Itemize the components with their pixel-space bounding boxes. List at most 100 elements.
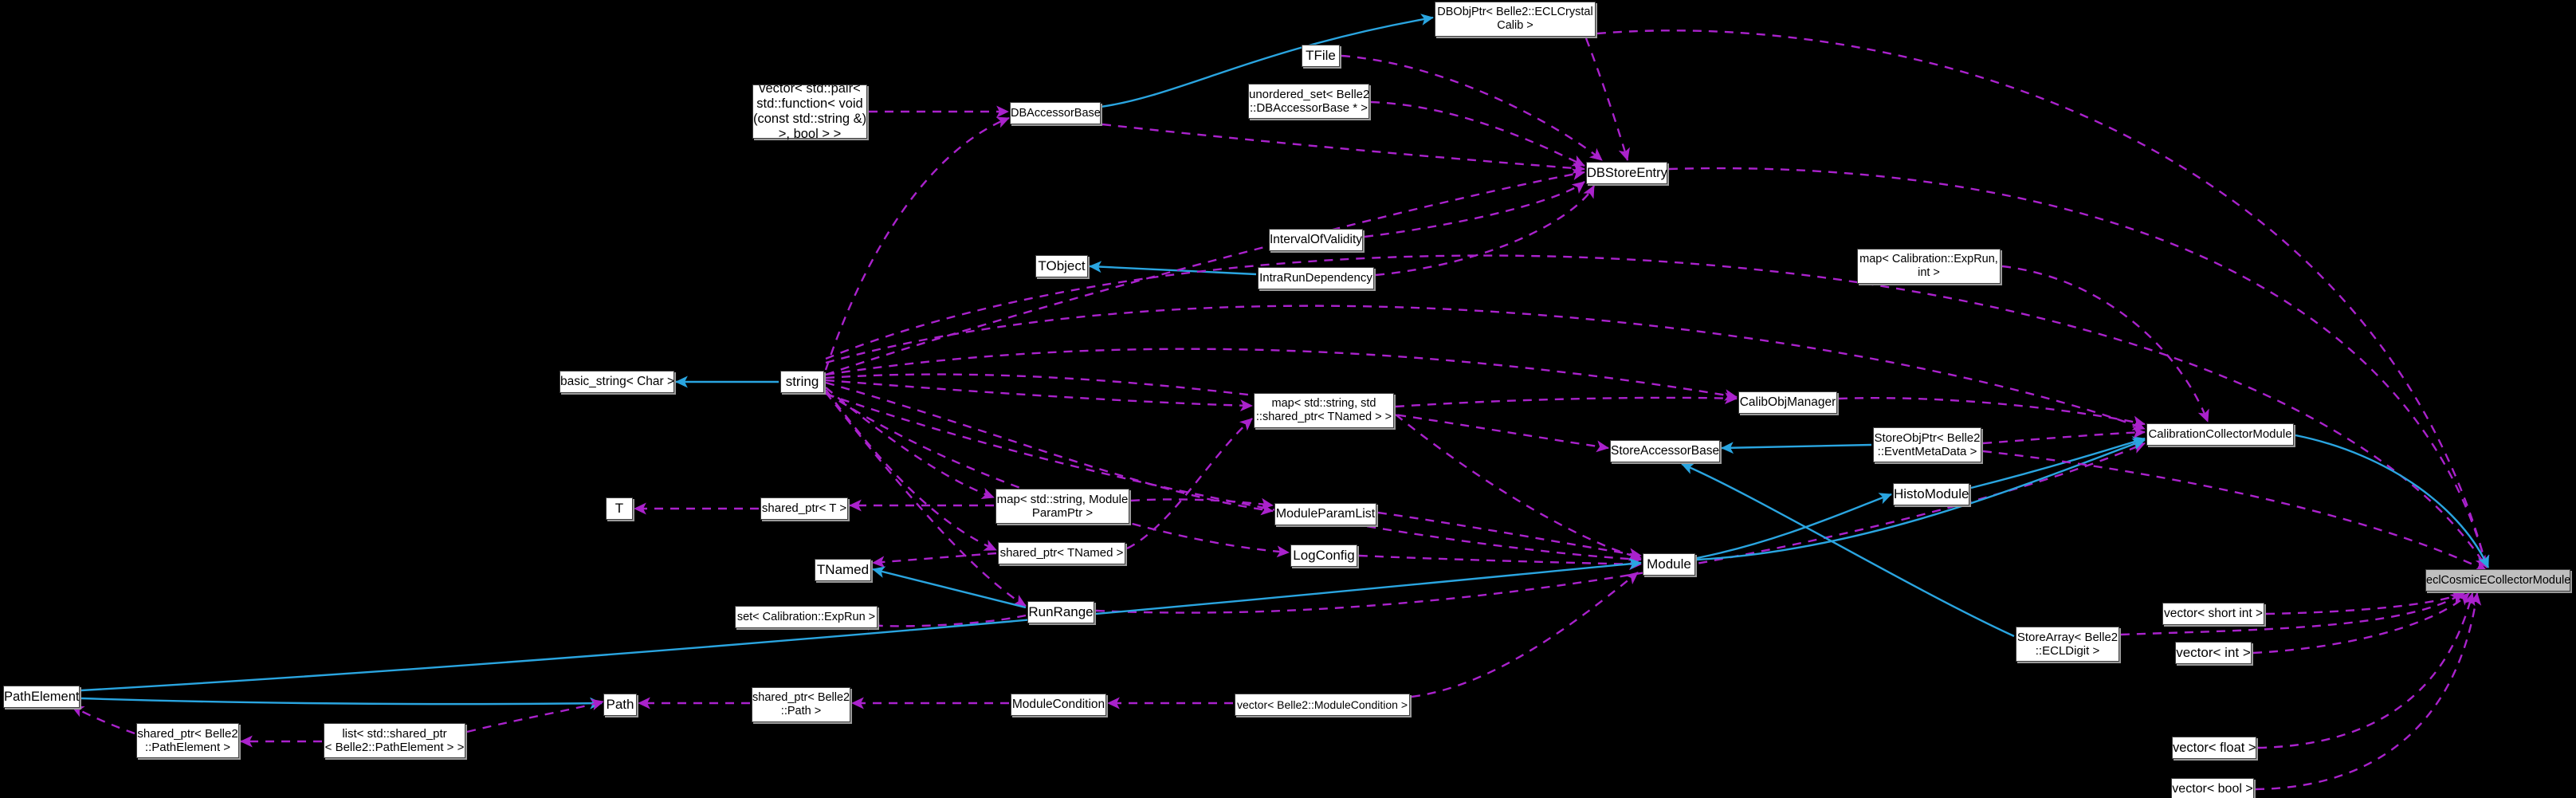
edge-storeobjptr_eventmetadata-to-eclcosmicecollectormodule bbox=[1982, 450, 2488, 572]
edge-map_string_sharedptr_tnamed-to-module bbox=[1395, 414, 1642, 561]
edge-dbaccessorbase-to-dbstoreentry bbox=[1101, 123, 1585, 175]
class-node-label: RunRange bbox=[1028, 604, 1094, 620]
edge-intrarundependency-to-dbstoreentry bbox=[1375, 185, 1596, 277]
class-node-label: DBAccessorBase bbox=[1011, 106, 1101, 120]
edge-string-to-eclcosmicecollectormodule bbox=[825, 254, 2488, 568]
class-node-label: T bbox=[615, 501, 624, 517]
class-node-t[interactable]: T bbox=[606, 497, 633, 520]
class-node-label: Path bbox=[606, 697, 634, 713]
class-node-sharedptr_tnamed[interactable]: shared_ptr< TNamed > bbox=[998, 542, 1125, 564]
class-node-storeaccessorbase[interactable]: StoreAccessorBase bbox=[1610, 440, 1720, 462]
edge-string-to-dbstoreentry bbox=[825, 168, 1585, 376]
class-node-map_string_sharedptr_tnamed[interactable]: map< std::string, std ::shared_ptr< TNam… bbox=[1254, 393, 1394, 428]
edge-runrange-to-set_exprun bbox=[866, 614, 1027, 631]
class-node-pathelement[interactable]: PathElement bbox=[3, 686, 80, 708]
class-node-tfile[interactable]: TFile bbox=[1302, 45, 1340, 67]
edge-string-to-calibobjmanager bbox=[825, 348, 1738, 401]
edge-map_expruncount-to-calibrationcollectormodule bbox=[2001, 265, 2209, 423]
class-node-tnamed[interactable]: TNamed bbox=[815, 559, 871, 581]
edge-vector_short_int-to-eclcosmicecollectormodule bbox=[2265, 592, 2465, 615]
class-node-vector_short_int[interactable]: vector< short int > bbox=[2162, 603, 2264, 625]
class-node-dbstoreentry[interactable]: DBStoreEntry bbox=[1586, 162, 1667, 184]
edge-dbobjptr_eclcrystalcalib-to-dbstoreentry bbox=[1584, 37, 1630, 161]
edge-runrange-to-tnamed bbox=[872, 566, 1027, 609]
class-node-unordered_set_dbaccessorbase[interactable]: unordered_set< Belle2 ::DBAccessorBase *… bbox=[1248, 84, 1369, 119]
class-node-basic_string_char[interactable]: basic_string< Char > bbox=[560, 371, 674, 393]
class-node-storearray_ecldigit[interactable]: StoreArray< Belle2 ::ECLDigit > bbox=[2016, 627, 2119, 662]
class-node-calibobjmanager[interactable]: CalibObjManager bbox=[1738, 391, 1837, 414]
class-node-map_expruncount[interactable]: map< Calibration::ExpRun, int > bbox=[1857, 249, 2001, 284]
class-node-label: vector< int > bbox=[2176, 645, 2251, 661]
class-node-label: shared_ptr< Belle2 ::PathElement > bbox=[137, 726, 238, 754]
class-node-label: StoreObjPtr< Belle2 ::EventMetaData > bbox=[1874, 430, 1981, 458]
edge-pathelement-to-path bbox=[80, 697, 603, 710]
class-node-list_sharedptr_pathelement[interactable]: list< std::shared_ptr < Belle2::PathElem… bbox=[324, 723, 465, 758]
class-node-tobject[interactable]: TObject bbox=[1035, 255, 1088, 277]
class-node-label: eclCosmicECollectorModule bbox=[2426, 573, 2571, 587]
edge-string-to-dbaccessorbase bbox=[824, 116, 1010, 371]
edge-string-to-map_string_moduleparamptr bbox=[825, 387, 995, 499]
class-node-sharedptr_pathelement[interactable]: shared_ptr< Belle2 ::PathElement > bbox=[136, 723, 239, 758]
edge-intrarundependency-to-tobject bbox=[1089, 261, 1257, 276]
class-node-sharedptr_path[interactable]: shared_ptr< Belle2 ::Path > bbox=[752, 687, 850, 722]
class-node-dbaccessorbase[interactable]: DBAccessorBase bbox=[1010, 102, 1101, 124]
edge-module-to-calibrationcollectormodule bbox=[1696, 438, 2146, 561]
edge-storeobjptr_eventmetadata-to-calibrationcollectormodule bbox=[1982, 427, 2146, 445]
edge-string-to-sharedptr_tnamed bbox=[825, 389, 997, 552]
class-node-label: vector< Belle2::ModuleCondition > bbox=[1236, 698, 1408, 711]
class-node-module[interactable]: Module bbox=[1643, 553, 1695, 576]
edge-sharedptr_tnamed-to-map_string_sharedptr_tnamed bbox=[1126, 418, 1253, 550]
class-node-label: shared_ptr< Belle2 ::Path > bbox=[752, 691, 850, 717]
class-node-map_string_moduleparamptr[interactable]: map< std::string, Module ParamPtr > bbox=[995, 489, 1129, 524]
edge-vector_int-to-eclcosmicecollectormodule bbox=[2252, 592, 2470, 655]
class-node-vector_pair_function[interactable]: vector< std::pair< std::function< void (… bbox=[752, 81, 867, 141]
edge-storeobjptr_eventmetadata-to-storeaccessorbase bbox=[1721, 442, 1872, 454]
class-node-set_exprun[interactable]: set< Calibration::ExpRun > bbox=[735, 606, 878, 628]
class-node-vector_int[interactable]: vector< int > bbox=[2175, 642, 2252, 664]
class-node-label: basic_string< Char > bbox=[560, 375, 675, 389]
class-node-string[interactable]: string bbox=[780, 371, 824, 393]
class-node-label: TNamed bbox=[816, 562, 870, 578]
class-node-intervalofvalidity[interactable]: IntervalOfValidity bbox=[1269, 229, 1363, 251]
edge-storearray_ecldigit-to-eclcosmicecollectormodule bbox=[2120, 592, 2464, 636]
edge-calibobjmanager-to-calibrationcollectormodule bbox=[1838, 397, 2146, 428]
class-node-intrarundependency[interactable]: IntraRunDependency bbox=[1258, 267, 1374, 289]
class-node-label: CalibrationCollectorModule bbox=[2148, 427, 2292, 442]
edge-vector_float-to-eclcosmicecollectormodule bbox=[2257, 592, 2476, 749]
class-node-eclcosmicecollectormodule[interactable]: eclCosmicECollectorModule bbox=[2425, 569, 2570, 592]
class-node-label: TFile bbox=[1306, 48, 1336, 64]
class-node-label: map< std::string, std ::shared_ptr< TNam… bbox=[1255, 397, 1392, 423]
class-node-label: map< Calibration::ExpRun, int > bbox=[1859, 253, 1998, 279]
edge-calibrationcollectormodule-to-eclcosmicecollectormodule bbox=[2295, 434, 2490, 568]
edge-string-to-storeaccessorbase bbox=[825, 373, 1609, 453]
class-node-moduleparamlist[interactable]: ModuleParamList bbox=[1274, 503, 1376, 525]
class-node-runrange[interactable]: RunRange bbox=[1027, 601, 1094, 623]
class-node-label: set< Calibration::ExpRun > bbox=[736, 610, 876, 623]
class-node-label: StoreAccessorBase bbox=[1611, 444, 1720, 458]
class-node-label: vector< short int > bbox=[2163, 607, 2264, 621]
class-node-label: vector< std::pair< std::function< void (… bbox=[753, 81, 867, 141]
class-node-modulecondition[interactable]: ModuleCondition bbox=[1011, 694, 1106, 716]
class-node-sharedptr_t[interactable]: shared_ptr< T > bbox=[760, 497, 848, 520]
class-node-storeobjptr_eventmetadata[interactable]: StoreObjPtr< Belle2 ::EventMetaData > bbox=[1873, 427, 1981, 462]
class-node-label: CalibObjManager bbox=[1739, 395, 1836, 410]
class-node-calibrationcollectormodule[interactable]: CalibrationCollectorModule bbox=[2146, 423, 2294, 446]
class-node-vector_bool[interactable]: vector< bool > bbox=[2171, 778, 2254, 798]
class-node-vector_modulecondition[interactable]: vector< Belle2::ModuleCondition > bbox=[1235, 694, 1410, 716]
edge-map_string_moduleparamptr-to-moduleparamlist bbox=[1130, 497, 1274, 510]
class-node-histomodule[interactable]: HistoModule bbox=[1893, 483, 1969, 505]
edge-histomodule-to-calibrationcollectormodule bbox=[1970, 436, 2146, 489]
edge-dbstoreentry-to-eclcosmicecollectormodule bbox=[1668, 167, 2490, 568]
class-node-path[interactable]: Path bbox=[603, 694, 637, 716]
class-node-label: DBStoreEntry bbox=[1587, 165, 1667, 180]
class-node-dbobjptr_eclcrystalcalib[interactable]: DBObjPtr< Belle2::ECLCrystal Calib > bbox=[1435, 2, 1596, 37]
class-node-label: IntervalOfValidity bbox=[1270, 233, 1363, 247]
class-node-label: ModuleCondition bbox=[1011, 698, 1105, 712]
class-node-logconfig[interactable]: LogConfig bbox=[1290, 544, 1357, 567]
class-node-label: ModuleParamList bbox=[1275, 506, 1376, 521]
class-node-vector_float[interactable]: vector< float > bbox=[2172, 737, 2256, 759]
class-node-label: string bbox=[785, 374, 819, 390]
edge-sharedptr_pathelement-to-pathelement bbox=[71, 705, 135, 735]
edge-string-to-runrange bbox=[825, 391, 1027, 607]
